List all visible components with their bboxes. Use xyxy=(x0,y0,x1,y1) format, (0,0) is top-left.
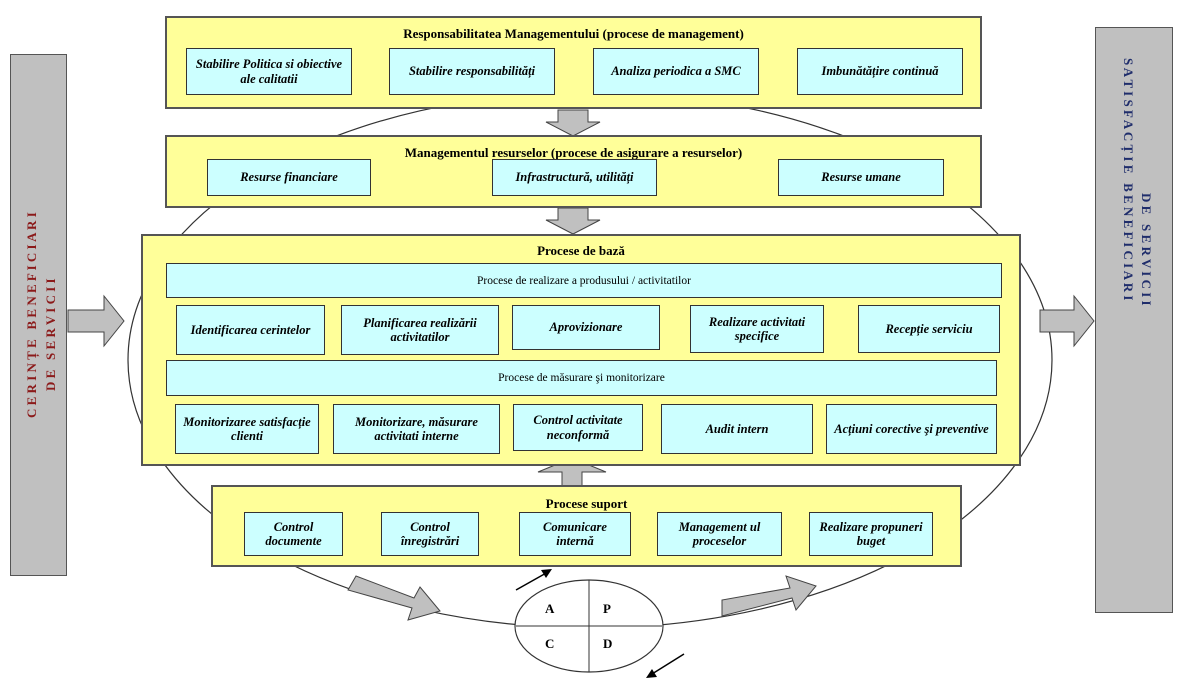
base-box-satisfaction: Monitorizaree satisfacție clienti xyxy=(175,404,319,454)
measurement-band: Procese de măsurare şi monitorizare xyxy=(166,360,997,396)
resources-section: Managementul resurselor (procese de asig… xyxy=(165,135,982,208)
input-arrow xyxy=(67,294,125,348)
sup-box-records: Control înregistrări xyxy=(381,512,479,556)
pdca-a: A xyxy=(545,601,555,616)
cycle-arrow-right xyxy=(721,575,817,617)
right-sidebar: S A T I S F A C Ț I E B E N E F I C I A … xyxy=(1095,27,1173,613)
base-box-reception: Recepție serviciu xyxy=(858,305,1000,353)
base-box-supply: Aprovizionare xyxy=(512,305,660,350)
management-section: Responsabilitatea Managementului (proces… xyxy=(165,16,982,109)
pdca-c: C xyxy=(545,636,555,651)
mgmt-box-improvement: Imbunătățire continuă xyxy=(797,48,963,95)
res-box-infrastructure: Infrastructură, utilități xyxy=(492,159,657,196)
base-box-requirements: Identificarea cerintelor xyxy=(176,305,325,355)
pdca-d: D xyxy=(603,636,613,651)
sup-box-process-management: Management ul proceselor xyxy=(657,512,782,556)
base-box-activities: Realizare activitati specifice xyxy=(690,305,824,353)
pdca-arrow-down xyxy=(651,653,685,675)
sup-box-communication: Comunicare internă xyxy=(519,512,631,556)
base-box-corrective: Acțiuni corective şi preventive xyxy=(826,404,997,454)
down-arrow-1 xyxy=(545,109,601,137)
pdca-p: P xyxy=(603,601,611,616)
base-box-audit: Audit intern xyxy=(661,404,813,454)
output-arrow xyxy=(1039,294,1095,348)
left-sidebar-line2: D E S E R V I C I I xyxy=(43,278,58,392)
resources-title: Managementul resurselor (procese de asig… xyxy=(404,145,743,160)
mgmt-box-responsibilities: Stabilire responsabilități xyxy=(389,48,555,95)
base-box-internal-monitoring: Monitorizare, măsurare activitati intern… xyxy=(333,404,500,454)
base-section: Procese de bază Procese de realizare a p… xyxy=(141,234,1021,466)
pdca-arrow-up xyxy=(515,571,549,591)
right-sidebar-line1: S A T I S F A C Ț I E B E N E F I C I A … xyxy=(1121,58,1136,301)
management-title: Responsabilitatea Managementului (proces… xyxy=(403,26,744,41)
down-arrow-2 xyxy=(545,207,601,235)
left-sidebar: C E R I N Ț E B E N E F I C I A R I D E … xyxy=(10,54,67,576)
mgmt-box-policy: Stabilire Politica si obiective ale cali… xyxy=(186,48,352,95)
res-box-human: Resurse umane xyxy=(778,159,944,196)
right-sidebar-line2: D E S E R V I C I I xyxy=(1139,193,1154,306)
base-title: Procese de bază xyxy=(537,243,625,258)
base-box-nonconformity: Control activitate neconformă xyxy=(513,404,643,451)
support-title: Procese suport xyxy=(545,496,628,511)
res-box-financial: Resurse financiare xyxy=(207,159,371,196)
cycle-arrow-left xyxy=(347,575,441,621)
base-box-planning: Planificarea realizării activitatilor xyxy=(341,305,499,355)
realization-band: Procese de realizare a produsului / acti… xyxy=(166,263,1002,298)
mgmt-box-review: Analiza periodica a SMC xyxy=(593,48,759,95)
sup-box-documents: Control documente xyxy=(244,512,343,556)
left-sidebar-line1: C E R I N Ț E B E N E F I C I A R I xyxy=(24,212,39,419)
support-section: Procese suport Control documente Control… xyxy=(211,485,962,567)
sup-box-budget: Realizare propuneri buget xyxy=(809,512,933,556)
